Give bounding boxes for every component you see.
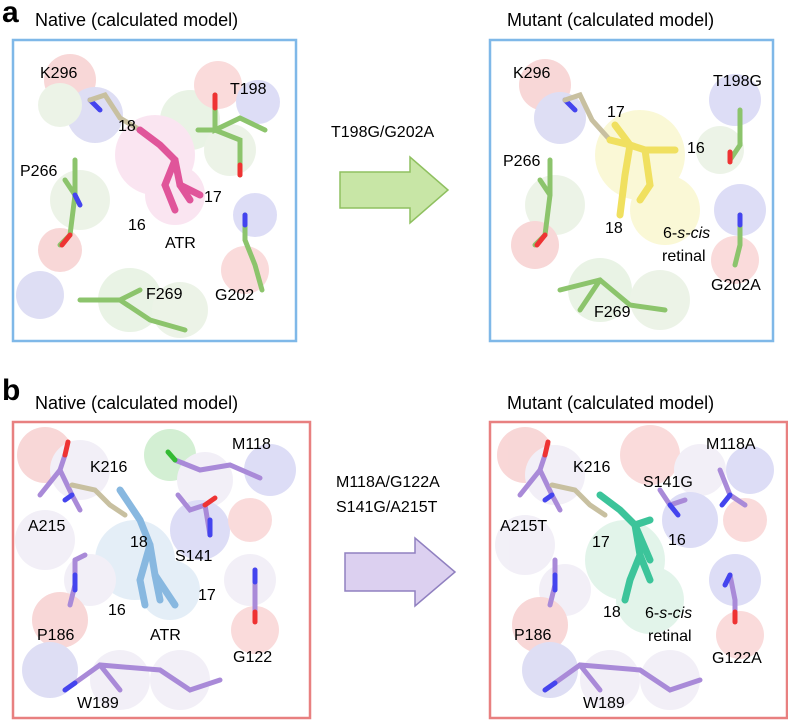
label-16-b-mut: 16 [668, 532, 686, 549]
label-g122: G122 [233, 649, 272, 666]
panel-a-mutant-title: Mutant (calculated model) [507, 10, 714, 30]
label-17: 17 [204, 189, 222, 206]
panel-b-native-title: Native (calculated model) [35, 393, 238, 413]
label-k216: K216 [90, 459, 127, 476]
label-p186: P186 [37, 627, 74, 644]
label-17-b: 17 [198, 587, 216, 604]
label-w189: W189 [77, 695, 119, 712]
panel-a-mutant-retinal [606, 121, 679, 219]
label-p266: P266 [20, 163, 57, 180]
panel-a-native-title: Native (calculated model) [35, 10, 238, 30]
label-p186-mut: P186 [514, 627, 551, 644]
label-f269-mut: F269 [594, 304, 631, 321]
label-g202a: G202A [711, 277, 761, 294]
panel-a-native-retinal [136, 126, 204, 214]
panel-b-mutant-retinal [596, 491, 654, 604]
label-m118: M118 [232, 436, 271, 453]
label-18: 18 [118, 118, 136, 135]
label-k216-mut: K216 [573, 459, 610, 476]
label-18-mut: 18 [605, 220, 623, 237]
label-17-b-mut: 17 [592, 534, 610, 551]
panel-a-native-residues [57, 92, 268, 333]
panel-b-native-structure: K216 M118 A215 S141 18 17 16 ATR P186 G1… [11, 420, 312, 720]
label-k296-mut: K296 [513, 65, 550, 82]
panel-a-mutation-label: T198G/G202A [331, 124, 435, 141]
label-w189-mut: W189 [583, 695, 625, 712]
panel-b-native-atoms [62, 439, 258, 693]
panel-a-mutant-frame [488, 38, 775, 343]
label-atr: ATR [165, 235, 196, 252]
panel-b-mutant-atoms [542, 439, 738, 693]
panel-a-mutation-arrow [339, 155, 450, 225]
label-18-b: 18 [130, 534, 148, 551]
label-retinal: retinal [662, 248, 706, 265]
label-p266-mut: P266 [503, 153, 540, 170]
label-a215t: A215T [500, 518, 547, 535]
label-s141: S141 [175, 548, 212, 565]
panel-b-mutation-label-2: S141G/A215T [336, 499, 438, 516]
label-16: 16 [128, 217, 146, 234]
label-t198: T198 [230, 81, 267, 98]
panel-b-mutation-label-1: M118A/G122A [336, 474, 440, 491]
label-m118a: M118A [706, 436, 756, 453]
label-retinal-b: retinal [648, 628, 692, 645]
label-6scis-retinal-b: 6-s-cis [645, 605, 692, 622]
panel-a-native-frame [11, 38, 298, 343]
label-18-b-mut: 18 [603, 604, 621, 621]
label-g202: G202 [215, 287, 254, 304]
label-16-mut: 16 [687, 140, 705, 157]
label-g122a: G122A [712, 650, 762, 667]
panel-b-mutant-structure: K216 M118A S141G A215T 17 16 18 6-s-cis … [488, 420, 788, 720]
panel-b-letter: b [2, 374, 20, 407]
label-f269: F269 [146, 286, 183, 303]
label-atr-b: ATR [150, 627, 181, 644]
label-16-b: 16 [108, 602, 126, 619]
panel-b-native-retinal [116, 486, 179, 609]
panel-a-letter: a [2, 0, 19, 29]
panel-b-mutant-title: Mutant (calculated model) [507, 393, 714, 413]
panel-a-mutant-structure: K296 T198G P266 F269 G202A 17 16 18 6-s-… [488, 38, 775, 343]
label-17-mut: 17 [607, 104, 625, 121]
label-t198g: T198G [713, 73, 762, 90]
panel-a-native-structure: K296 T198 P266 F269 G202 18 17 16 ATR [11, 38, 298, 343]
label-a215: A215 [28, 518, 65, 535]
panel-b-mutation-arrow [344, 536, 457, 608]
panel-a-native-spheres [16, 54, 280, 338]
label-k296: K296 [40, 65, 77, 82]
label-s141g: S141G [643, 474, 693, 491]
label-6scis-retinal: 6-s-cis [663, 225, 710, 242]
panel-b-mutant-spheres [495, 425, 774, 710]
